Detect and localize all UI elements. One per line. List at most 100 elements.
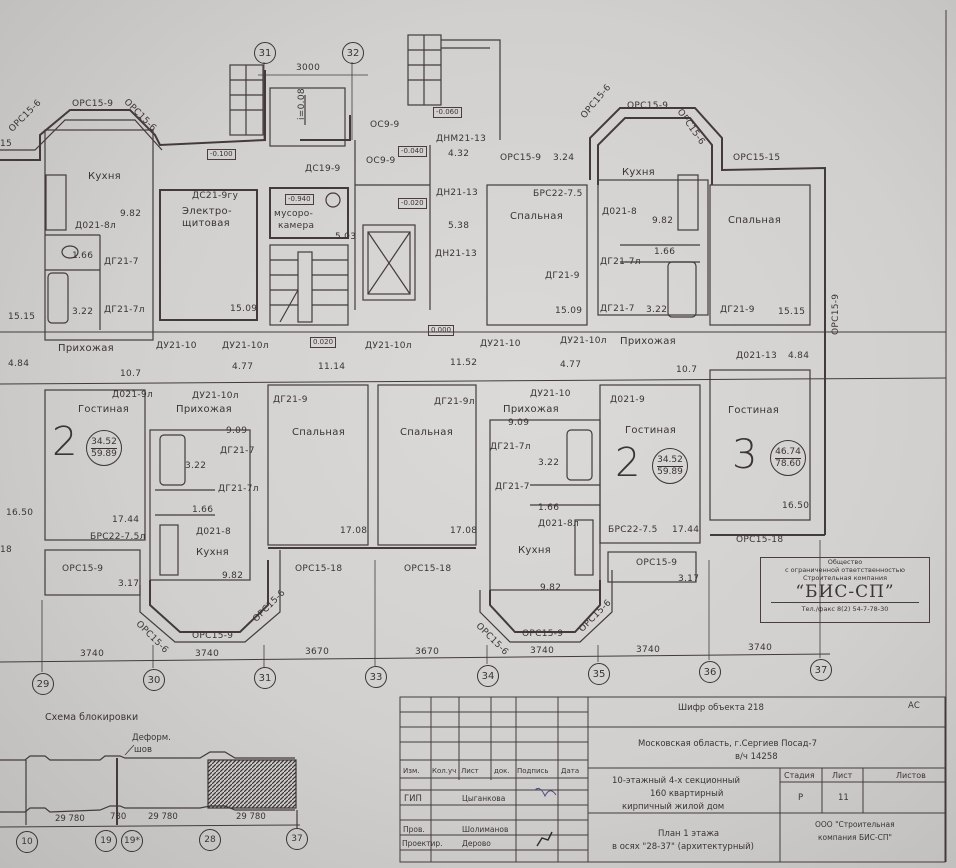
plan-label: ДНМ21-13 [436, 134, 487, 144]
plan-label: ОРС15-9 [627, 101, 669, 111]
plan-label: 11.52 [450, 358, 478, 368]
plan-label: камера [278, 221, 315, 231]
plan-label: ДГ21-7л [490, 442, 531, 452]
plan-label: ДГ21-9 [273, 395, 308, 405]
plan-label: 15.15 [778, 307, 806, 317]
plan-label: Кухня [196, 547, 229, 558]
plan-label: 4.32 [448, 149, 470, 159]
plan-label: 9.82 [120, 209, 142, 219]
level-mark: 0.020 [310, 337, 337, 348]
plan-label: 9.82 [222, 571, 244, 581]
plan-label: ДУ21-10л [365, 341, 412, 351]
dimension-label: 3740 [195, 649, 220, 659]
plan-label: ДУ21-10 [156, 341, 197, 351]
plan-label: ДГ21-9 [720, 305, 755, 315]
plan-label: Д021-13 [736, 351, 778, 361]
plan-label: ДУ21-10 [480, 339, 521, 349]
location-line-2: в/ч 14258 [735, 752, 778, 762]
header-doc: док. [494, 767, 510, 775]
level-mark: -0.060 [433, 107, 462, 118]
scheme-axis-bubble: 37 [286, 828, 308, 850]
scheme-axis-bubble: 19* [121, 830, 143, 852]
plan-label: Гостиная [625, 425, 677, 436]
plan-label: ДУ21-10 [530, 389, 571, 399]
plan-label: 15.09 [230, 304, 258, 314]
plan-label: ОРС15-9 [636, 558, 678, 568]
plan-label: ДГ21-7 [104, 257, 139, 267]
plan-label: Прихожая [503, 404, 559, 415]
object-code: Шифр объекта 218 [678, 703, 764, 713]
location-line-1: Московская область, г.Сергиев Посад-7 [638, 739, 817, 749]
header-date: Дата [561, 767, 580, 775]
plan-label: Д021-8л [538, 519, 580, 529]
company-stamp: Общество с ограниченной ответственностью… [760, 557, 930, 623]
total-area: 78.60 [775, 458, 801, 469]
dimension-label: 3740 [748, 643, 773, 653]
header-signature: Подпись [517, 767, 549, 775]
plan-label: Д021-8 [196, 527, 231, 537]
plan-label: ОРС15-9 [72, 99, 114, 109]
plan-label: 16.50 [782, 501, 810, 511]
plan-label: ДУ21-10л [192, 391, 239, 401]
plan-label: i=0.08 [297, 88, 307, 120]
plan-label: 4.77 [232, 362, 254, 372]
apartment-rooms-count: 2 [52, 419, 78, 465]
plan-label: ОРС15-9 [500, 153, 542, 163]
header-koluch: Кол.уч [432, 767, 457, 775]
plan-label: Прихожая [58, 343, 114, 354]
living-area: 34.52 [657, 454, 683, 467]
drawing-title-2: в осях "28-37" (архитектурный) [612, 842, 754, 852]
plan-label: 5.38 [448, 221, 470, 231]
scheme-dim-3: 29 780 [148, 812, 178, 822]
apartment-rooms-count: 2 [615, 440, 641, 486]
plan-label: ОРС15-18 [404, 564, 452, 574]
axis-bubble: 37 [810, 659, 832, 681]
stamp-phone: Тел./факс 8(2) 54-7-78-30 [771, 602, 919, 613]
plan-label: Кухня [518, 545, 551, 556]
plan-label: Спальная [728, 215, 782, 226]
signature-2 [536, 831, 553, 847]
plan-label: Кухня [88, 171, 121, 182]
plan-label: ОРС15-9 [62, 564, 104, 574]
role-checked: Пров. [403, 825, 425, 834]
plan-label: ОРС15-9 [192, 631, 234, 641]
plan-label: Д021-8л [75, 221, 117, 231]
plan-label: Спальная [292, 427, 346, 438]
name-designer: Дерово [462, 839, 491, 848]
plan-label: ДН21-13 [435, 249, 478, 259]
sheet-header: Лист [832, 771, 853, 780]
plan-label: Гостиная [728, 405, 780, 416]
dimension-label: 3670 [415, 647, 440, 657]
plan-label: 3.17 [678, 574, 700, 584]
plan-label: ДГ21-9л [434, 397, 475, 407]
plan-label: ДГ21-7л [600, 257, 641, 267]
dimension-label: 3740 [530, 646, 555, 656]
plan-label: Кухня [622, 167, 655, 178]
total-area: 59.89 [657, 466, 683, 477]
dimension-label: 3000 [296, 63, 321, 73]
plan-label: 17.08 [450, 526, 478, 536]
plan-label: ДГ21-7 [600, 304, 635, 314]
apartment-rooms-count: 3 [732, 432, 758, 478]
plan-label: 10.7 [676, 365, 698, 375]
joint-label-1: Деформ. [132, 733, 171, 743]
role-gip: ГИП [404, 794, 422, 804]
plan-label: ОРС15-18 [736, 535, 784, 545]
level-mark: -0.100 [207, 149, 236, 160]
plan-label: Д021-9 [610, 395, 645, 405]
drawing-title-1: План 1 этажа [658, 829, 720, 839]
plan-label: Прихожая [620, 336, 676, 347]
plan-label: ОРС15-18 [295, 564, 343, 574]
plan-label: 11.14 [318, 362, 346, 372]
plan-label: ДГ21-7 [495, 482, 530, 492]
stamp-line-2: с ограниченной ответственностью [785, 566, 905, 574]
plan-label: 9.82 [540, 583, 562, 593]
plan-label: ОРС15-9 [522, 629, 564, 639]
axis-bubble: 36 [699, 661, 721, 683]
dimension-label: 3740 [636, 645, 661, 655]
axis-bubble: 33 [365, 666, 387, 688]
